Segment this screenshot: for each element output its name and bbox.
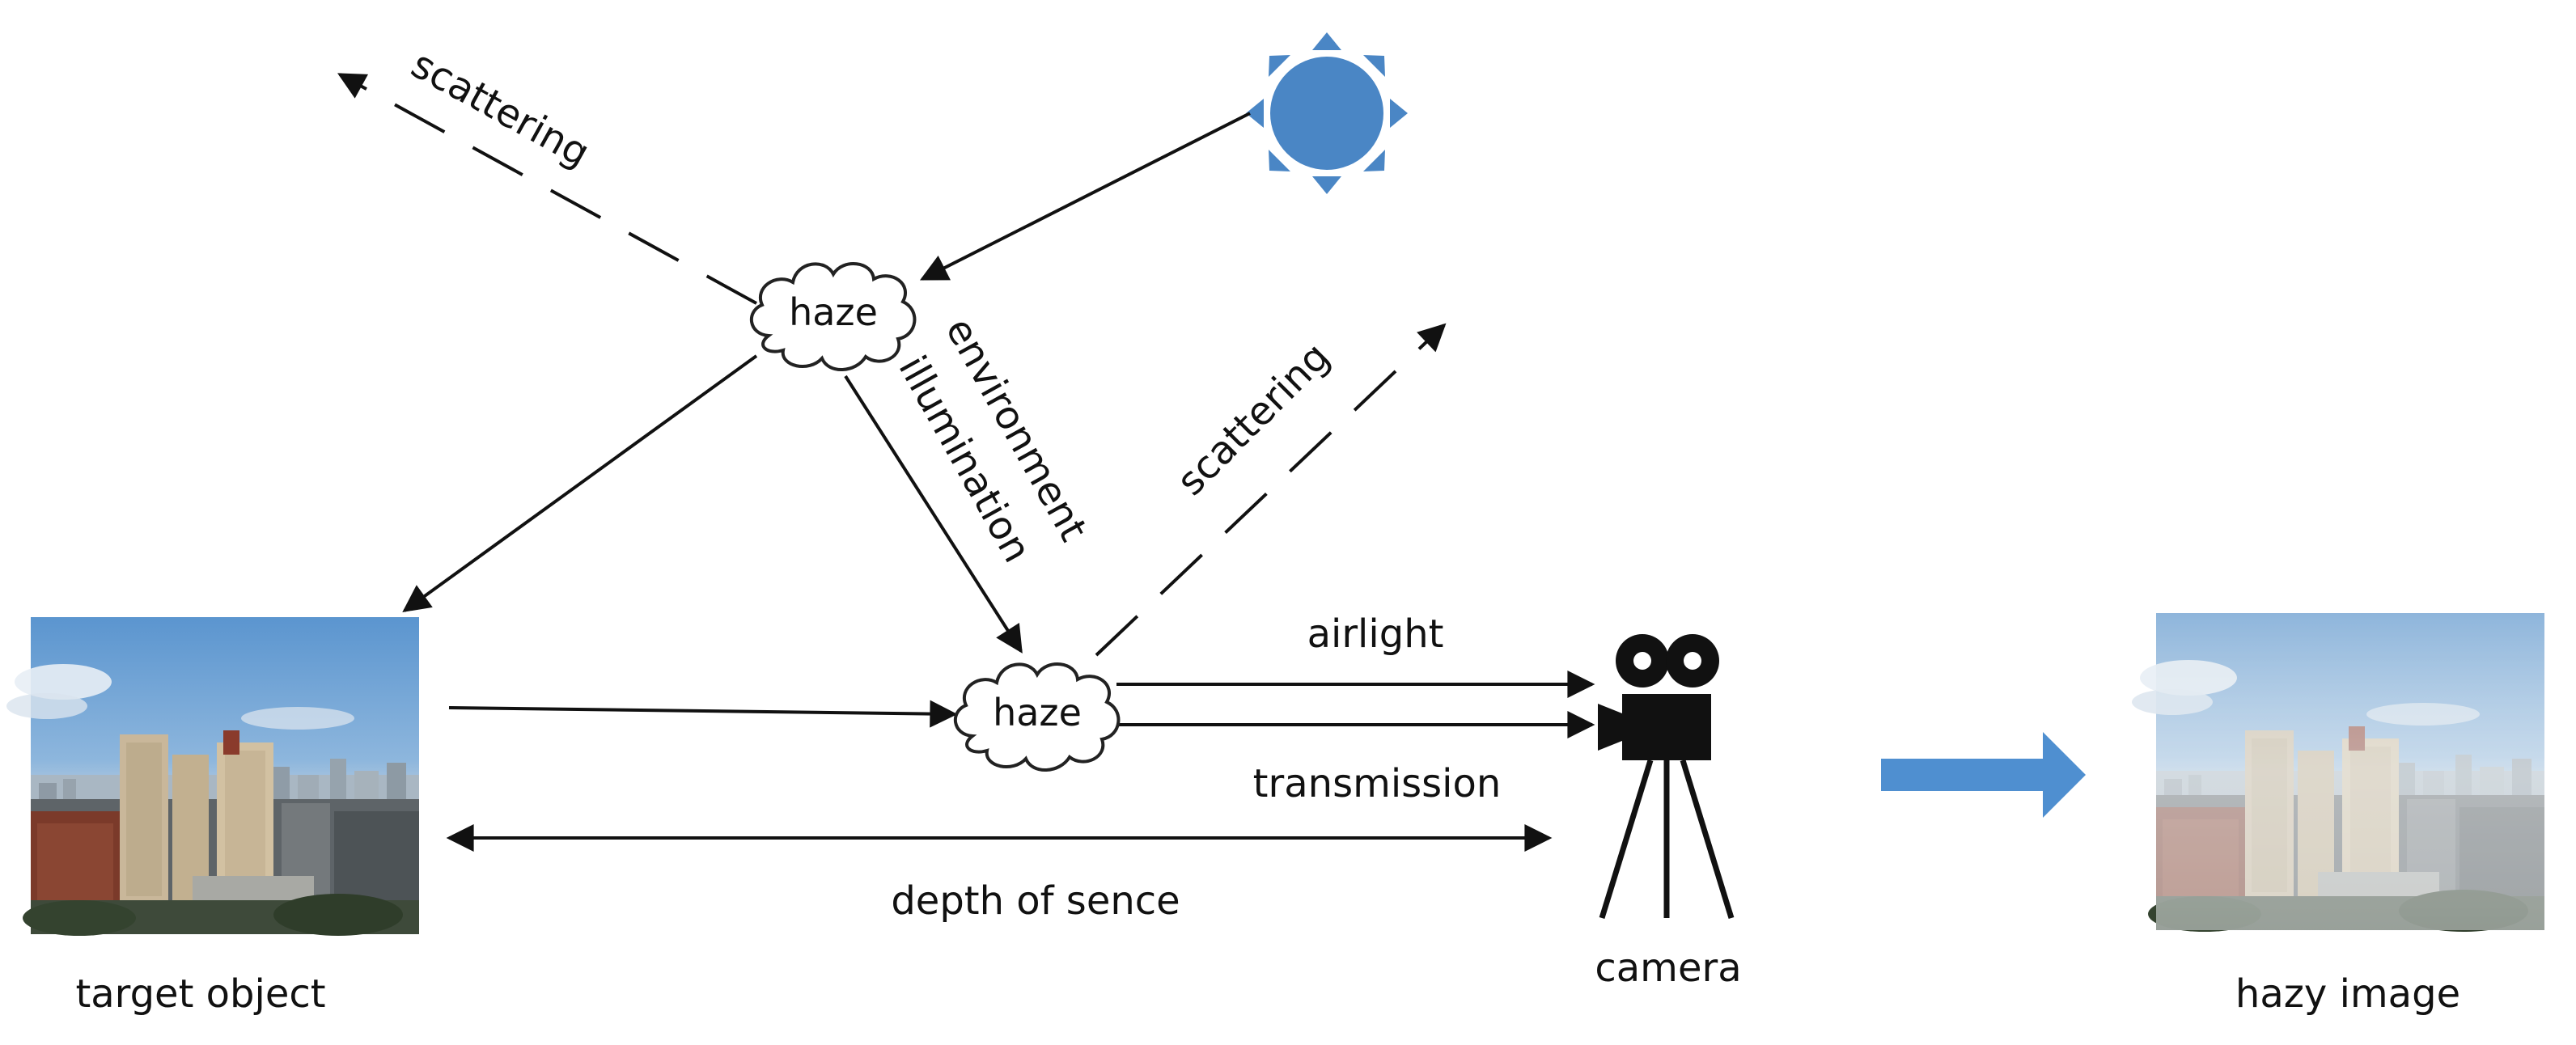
sun-icon bbox=[1246, 32, 1408, 194]
depth-label: depth of sence bbox=[891, 878, 1180, 924]
target-object-image bbox=[6, 617, 419, 936]
scattering-label-mid: scattering bbox=[1168, 334, 1339, 505]
scattering-arrow-mid bbox=[1095, 323, 1447, 657]
object-to-haze-arrow bbox=[448, 700, 958, 728]
airlight-label: airlight bbox=[1307, 611, 1444, 657]
movie-camera-icon bbox=[1598, 634, 1735, 920]
camera-label: camera bbox=[1595, 946, 1741, 991]
hazy-image bbox=[2132, 613, 2544, 932]
hazy-image-label: hazy image bbox=[2235, 971, 2460, 1017]
environment-illumination-arrow bbox=[844, 374, 1023, 654]
haze-label-top: haze bbox=[789, 290, 878, 334]
target-object-label: target object bbox=[75, 971, 325, 1017]
sunlight-arrow bbox=[919, 112, 1251, 281]
haze-to-object-arrow bbox=[402, 354, 758, 612]
scattering-label-top: scattering bbox=[404, 42, 597, 176]
transmission-label: transmission bbox=[1253, 761, 1502, 806]
scattering-arrow-top bbox=[337, 73, 757, 305]
haze-label-mid: haze bbox=[993, 691, 1082, 734]
block-arrow-right-icon bbox=[1881, 732, 2086, 818]
